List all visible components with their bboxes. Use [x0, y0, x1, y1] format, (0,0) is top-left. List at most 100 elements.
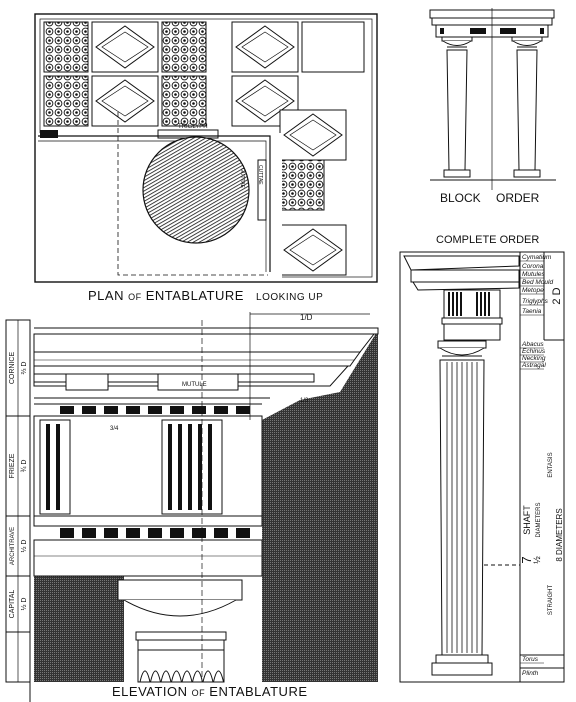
coffer [43, 21, 89, 73]
triglyph-groove [460, 292, 462, 316]
diameters-label: DIAMETERS [536, 502, 542, 537]
order-part-label: Plinth [522, 670, 539, 677]
gutta [126, 406, 140, 414]
block-label: BLOCK [440, 191, 481, 205]
order-part-label: Astragal [521, 362, 546, 369]
plan-caption-name: ENTABLATURE [145, 288, 244, 303]
coffer-diamond-inner [241, 31, 289, 63]
plan-of-entablature: TRIGLYPH CUTTAE GUTTAE [34, 13, 378, 283]
gutta [148, 406, 162, 414]
elevation-caption: ELEVATION OF ENTABLATURE [112, 684, 308, 699]
gutta [236, 528, 250, 538]
capital-leaf [213, 670, 224, 683]
gutta [60, 528, 74, 538]
order-part-label: Metope [522, 287, 544, 294]
plan-caption-main: PLAN [88, 288, 124, 303]
frieze-label: FRIEZE [9, 453, 16, 478]
seven-label: 7 [519, 556, 534, 563]
coffer [161, 21, 207, 73]
architrave-label: ARCHITRAVE [10, 527, 16, 565]
straight-label: STRAIGHT [548, 585, 554, 616]
order-part-label: Taenia [522, 308, 542, 315]
gutta [170, 406, 184, 414]
elevation-caption-name: ENTABLATURE [209, 684, 308, 699]
capital-leaf [181, 670, 193, 683]
triglyph-groove [488, 292, 490, 316]
guttae-label: GUTTAE [239, 168, 245, 189]
elevation-caption-main: ELEVATION [112, 684, 188, 699]
coffer [301, 21, 365, 73]
order-part-label: Bed Mould [522, 279, 553, 286]
gutta [214, 406, 228, 414]
gutta [126, 528, 140, 538]
gutta [148, 528, 162, 538]
gutta [236, 406, 250, 414]
order-label: ORDER [496, 191, 540, 205]
column-section [142, 136, 250, 244]
triglyph-channel [168, 424, 172, 510]
triglyph-groove [448, 292, 450, 316]
mutule-label: MUTULE [182, 382, 207, 388]
coffer [43, 75, 89, 127]
triglyph-groove [476, 292, 478, 316]
complete-order-title: COMPLETE ORDER [436, 234, 539, 246]
gutta [82, 406, 96, 414]
cornice-label: CORNICE [9, 352, 16, 385]
gutta [170, 528, 184, 538]
capital-leaf [192, 670, 203, 683]
cuttae-label: CUTTAE [257, 165, 263, 185]
triglyph-label: TRIGLYPH [178, 124, 208, 130]
coffer-diamond [283, 113, 343, 157]
triglyph-groove [480, 292, 482, 316]
coffer-diamond [95, 79, 155, 123]
triglyph-channel [46, 424, 50, 510]
third-fraction-label: 1/3 [300, 398, 309, 404]
gutta [192, 406, 206, 414]
capital-leaf [202, 670, 214, 683]
plan-caption: PLAN OF ENTABLATURE LOOKING UP [88, 288, 323, 303]
triglyph-channel [198, 424, 202, 510]
coffer-diamond-inner [241, 85, 289, 117]
plan-caption-of: OF [128, 292, 142, 302]
coffer-diamond [235, 25, 295, 69]
quarter-fraction-label: 3/4 [110, 426, 119, 432]
two-d-label: 2 D [551, 287, 563, 304]
triglyph [39, 419, 71, 515]
half-label: ½ [532, 556, 542, 564]
coffer [161, 75, 207, 127]
order-part-label: Triglyphs [522, 298, 549, 305]
order-part-label: Mutules [522, 271, 546, 278]
shaft-label: SHAFT [522, 505, 532, 535]
gutta [104, 406, 118, 414]
entasis-label: ENTASIS [548, 452, 554, 477]
eight-diameters-label: 8 DIAMETERS [555, 508, 564, 561]
triglyph-channel [178, 424, 182, 510]
triglyph-groove [452, 292, 454, 316]
gutta [82, 528, 96, 538]
elevation-of-entablature: MUTULE 1/D 1/3 3/4 CORNICE ⅔ D FRIEZE ¾ … [5, 312, 379, 702]
architrave-d-label: ½ D [20, 540, 28, 553]
capital-leaf [150, 670, 161, 683]
order-part-label: Torus [522, 656, 539, 663]
capital-d-label: ½ D [20, 598, 28, 611]
capital-leaf [171, 670, 182, 683]
block-order: BLOCK ORDER [429, 8, 556, 205]
triglyph-groove [484, 292, 486, 316]
coffer-diamond-inner [289, 119, 337, 151]
triglyph-channel [208, 424, 212, 510]
top-fraction-label: 1/D [300, 313, 313, 322]
elevation-caption-of: OF [191, 688, 206, 698]
gutta [192, 528, 206, 538]
triglyph-channel [188, 424, 192, 510]
order-part-label: Necking [522, 355, 546, 362]
triglyph-channel [56, 424, 60, 510]
capital-leaf [139, 670, 151, 683]
order-part-label: Echinus [522, 348, 546, 355]
cornice-d-label: ⅔ D [21, 362, 28, 375]
capital-leaf [160, 670, 172, 683]
coffer-diamond [283, 228, 343, 272]
triglyph-groove [456, 292, 458, 316]
plan-coffers [43, 21, 365, 276]
